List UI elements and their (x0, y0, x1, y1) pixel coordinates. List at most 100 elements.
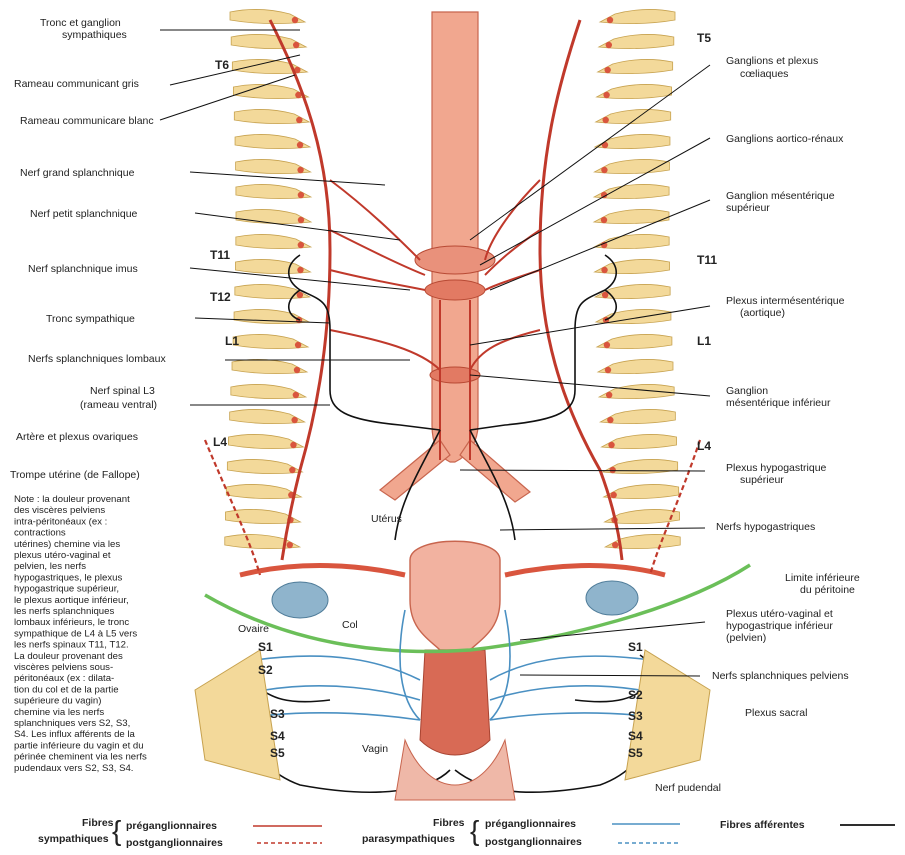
note-line: contractions (14, 528, 66, 539)
label-superior-hypogastric-plexus: Plexus hypogastrique (726, 462, 827, 474)
sympathetic-ganglion (298, 217, 304, 223)
sympathetic-ganglion (287, 542, 293, 548)
sympathetic-ganglion (607, 17, 613, 23)
legend-sympathetic-title-2: sympathiques (38, 833, 109, 845)
sympathetic-ganglion (604, 67, 610, 73)
sympathetic-ganglion (298, 242, 304, 248)
label-peritoneum-limit-2: du péritoine (800, 584, 855, 596)
sympathetic-ganglion (609, 467, 615, 473)
legend-afferent-label: Fibres afférentes (720, 819, 805, 831)
uterus (410, 541, 500, 650)
label-sacral-plexus: Plexus sacral (745, 707, 807, 719)
right-vertebral-column (594, 9, 680, 548)
note-line: partie inférieure du vagin et du (14, 740, 144, 751)
level-label: T12 (210, 290, 231, 304)
sympathetic-ganglion (298, 192, 304, 198)
label-sympathetic-trunk: Tronc sympathique (46, 313, 135, 325)
note-line: viscères pelviens sous- (14, 662, 113, 673)
label-superior-mesenteric-ganglion-2: supérieur (726, 202, 770, 214)
label-least-splanchnic: Nerf splanchnique imus (28, 263, 138, 275)
label-vagina: Vagin (362, 743, 388, 755)
level-label: T5 (697, 31, 711, 45)
note-line: Note : la douleur provenant (14, 494, 130, 505)
note-line: pudendaux vers S2, S3, S4. (14, 763, 133, 774)
label-uterovaginal-plexus-3: (pelvien) (726, 632, 766, 644)
note-line: sympathique de L4 à L5 vers (14, 628, 137, 639)
label-pelvic-splanchnic-nerves: Nerfs splanchniques pelviens (712, 670, 849, 682)
level-label: S3 (270, 707, 285, 721)
label-spinal-nerve-l3-2: (rameau ventral) (80, 399, 157, 411)
sympathetic-ganglion (607, 417, 613, 423)
sympathetic-ganglion (291, 417, 297, 423)
label-coeliac-ganglia: Ganglions et plexus (726, 55, 818, 67)
level-label: L1 (697, 334, 711, 348)
legend-para-title-1: Fibres (433, 817, 465, 829)
note-line: chemine via les nerfs (14, 707, 104, 718)
right-ovary (586, 581, 638, 615)
level-label: S5 (270, 746, 285, 760)
level-label: L1 (225, 334, 239, 348)
label-lumbar-splanchnic: Nerfs splanchniques lombaux (28, 353, 166, 365)
label-superior-hypogastric-plexus-2: supérieur (740, 474, 784, 486)
note-line: S4. Les influx afférents de la (14, 729, 136, 740)
sympathetic-ganglion (297, 292, 303, 298)
left-labels: Tronc et ganglion sympathiques Rameau co… (10, 17, 166, 481)
label-ovary: Ovaire (238, 623, 269, 635)
level-label: S1 (628, 640, 643, 654)
label-pudendal-nerve: Nerf pudendal (655, 782, 721, 794)
note-line: supérieure du vagin) (14, 696, 101, 707)
sympathetic-ganglion (612, 542, 618, 548)
label-uterus: Utérus (371, 513, 402, 525)
sympathetic-ganglion (608, 442, 614, 448)
label-spinal-nerve-l3: Nerf spinal L3 (90, 385, 155, 397)
left-ovary (272, 582, 328, 618)
note-line: péritonéaux (ex : dilata- (14, 673, 114, 684)
sympathetic-ganglion (296, 117, 302, 123)
level-label: S4 (628, 729, 643, 743)
legend: Fibres sympathiques { préganglionnaires … (38, 815, 895, 849)
sympathetic-ganglion (601, 167, 607, 173)
sympathetic-ganglion (290, 442, 296, 448)
label-lesser-splanchnic: Nerf petit splanchnique (30, 208, 138, 220)
note-line: des viscères pelviens (14, 505, 105, 516)
legend-symp-pre-label: préganglionnaires (126, 820, 217, 832)
sympathetic-ganglion (295, 342, 301, 348)
note-line: utérines) chemine via les (14, 539, 120, 550)
sympathetic-ganglion (602, 117, 608, 123)
aorta (432, 12, 478, 462)
level-label: S4 (270, 729, 285, 743)
sympathetic-ganglion (601, 267, 607, 273)
note-line: le plexus aortique inférieur, (14, 595, 129, 606)
legend-sympathetic-title-1: Fibres (82, 817, 114, 829)
sympathetic-ganglion (604, 342, 610, 348)
sympathetic-ganglion (601, 217, 607, 223)
label-intermesenteric-plexus: Plexus intermésentérique (726, 295, 845, 307)
legend-brace-parasympathetic: { (470, 815, 479, 846)
sympathetic-ganglion (610, 492, 616, 498)
label-sympathetic-trunk-ganglion: Tronc et ganglion (40, 17, 121, 29)
label-inferior-mesenteric-ganglion: Ganglion (726, 385, 768, 397)
level-label: S2 (258, 663, 273, 677)
label-ovarian-artery-plexus: Artère et plexus ovariques (16, 431, 138, 443)
label-hypogastric-nerves: Nerfs hypogastriques (716, 521, 815, 533)
level-label: S5 (628, 746, 643, 760)
label-uterine-tube: Trompe utérine (de Fallope) (10, 469, 140, 481)
note-line: intra-péritonéaux (ex : (14, 516, 107, 527)
note-line: hypogastriques, le plexus (14, 572, 122, 583)
label-uterovaginal-plexus: Plexus utéro-vaginal et (726, 608, 833, 620)
level-label: T6 (215, 58, 229, 72)
level-label: L4 (213, 435, 227, 449)
note-line: les nerfs splanchniques (14, 606, 114, 617)
note-line: splanchniques vers S2, S3, (14, 718, 130, 729)
sympathetic-ganglion (294, 367, 300, 373)
clinical-note: Note : la douleur provenantdes viscères … (14, 494, 147, 774)
sympathetic-ganglion (605, 367, 611, 373)
level-label: S1 (258, 640, 273, 654)
label-coeliac-ganglia-2: cœliaques (740, 68, 788, 80)
label-white-ramus: Rameau communicare blanc (20, 115, 154, 127)
level-label: S2 (628, 688, 643, 702)
sympathetic-ganglion (606, 392, 612, 398)
sympathetic-ganglion (289, 467, 295, 473)
cervix-vagina (420, 650, 490, 755)
sympathetic-ganglion (292, 17, 298, 23)
